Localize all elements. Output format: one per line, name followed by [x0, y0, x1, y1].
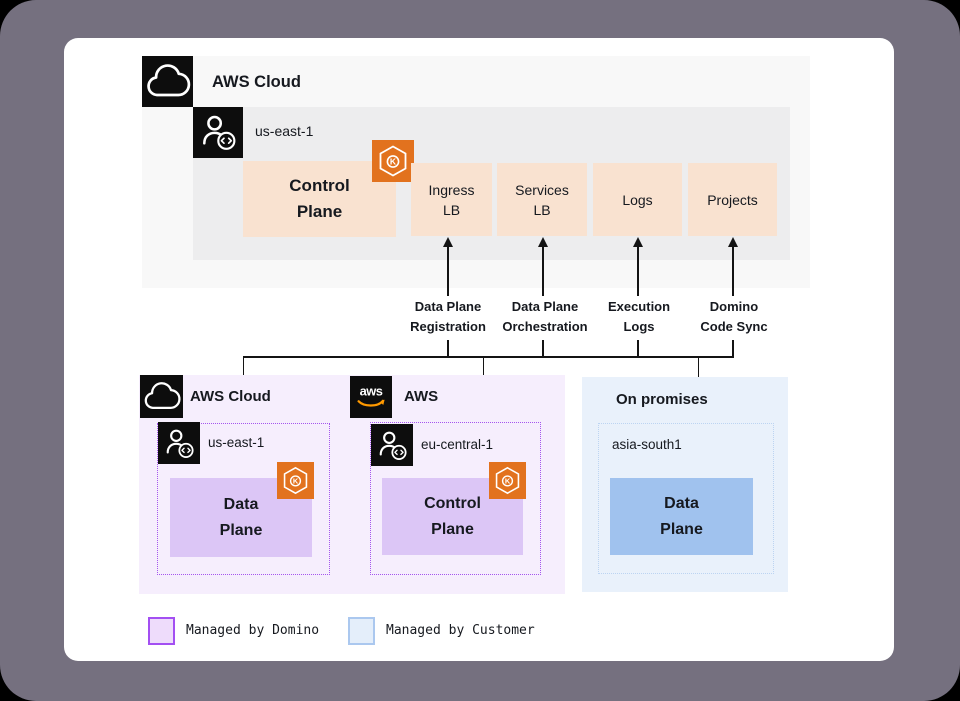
arrow-up-head [633, 237, 643, 247]
connector-line [447, 340, 449, 357]
plane-label: Data Plane [660, 494, 703, 538]
eks-letter: K [293, 477, 299, 486]
connector-drop-line [697, 357, 699, 378]
eks-kubernetes-icon: K [372, 140, 414, 182]
service-box-services-lb: Services LB [497, 163, 587, 236]
data-plane-box-asia-south1: Data Plane [610, 478, 753, 555]
legend-label-customer: Managed by Customer [386, 623, 535, 638]
asia-south1-dataplane-region [598, 423, 774, 574]
connector-drop-line [482, 357, 484, 376]
service-label: Services LB [515, 181, 569, 218]
service-box-logs: Logs [593, 163, 682, 236]
eks-letter: K [505, 477, 511, 486]
region-developer-icon [158, 422, 200, 464]
bottom-box-title: AWS Cloud [190, 388, 271, 405]
flow-label-execution-logs: Execution Logs [607, 299, 671, 334]
region-developer-icon [371, 424, 413, 466]
aws-cloud-icon [142, 56, 193, 107]
us-east-1-dataplane-region [157, 423, 330, 575]
service-label: Ingress LB [428, 181, 475, 218]
arrow-up-line [637, 246, 639, 296]
arrow-up-line [542, 246, 544, 296]
service-box-ingress-lb: Ingress LB [411, 163, 492, 236]
bottom-region-label: asia-south1 [612, 437, 682, 452]
bottom-box-title: AWS [404, 388, 439, 405]
flow-label-domino-code-sync: Domino Code Sync [700, 299, 768, 334]
connector-line [732, 340, 734, 357]
bottom-region-label: us-east-1 [208, 435, 265, 450]
service-label: Logs [622, 191, 653, 208]
arrow-up-line [447, 246, 449, 296]
connector-line [637, 340, 639, 357]
legend-swatch-customer [348, 617, 375, 645]
eks-letter: K [390, 157, 397, 167]
aws-logo-icon: aws [350, 376, 392, 418]
arrow-up-line [732, 246, 734, 296]
region-developer-icon [193, 107, 243, 158]
arrow-up-head [538, 237, 548, 247]
control-plane-label: Control Plane [289, 176, 350, 221]
flow-label-data-plane-orchestration: Data Plane Orchestration [502, 299, 588, 334]
plane-label: Data Plane [219, 495, 263, 539]
control-plane-box-top: Control Plane [243, 161, 396, 237]
plane-label: Control Plane [424, 494, 481, 538]
legend-swatch-domino [148, 617, 175, 645]
top-section-title: AWS Cloud [212, 73, 301, 91]
bottom-region-label: eu-central-1 [421, 437, 494, 452]
eu-central-1-controlplane-region [370, 422, 541, 575]
aws-logo-text: aws [360, 384, 383, 399]
legend-label-domino: Managed by Domino [186, 623, 320, 638]
aws-cloud-icon [140, 375, 183, 418]
connector-bus-line [242, 356, 734, 358]
service-label: Projects [707, 191, 758, 208]
arrow-up-head [443, 237, 453, 247]
flow-label-data-plane-registration: Data Plane Registration [410, 299, 486, 334]
service-box-projects: Projects [688, 163, 777, 236]
eks-kubernetes-icon: K [489, 462, 526, 499]
connector-line [542, 340, 544, 357]
eks-kubernetes-icon: K [277, 462, 314, 499]
top-region-label: us-east-1 [255, 123, 314, 139]
bottom-box-title: On promises [616, 391, 708, 408]
connector-drop-line [242, 357, 244, 376]
arrow-up-head [728, 237, 738, 247]
